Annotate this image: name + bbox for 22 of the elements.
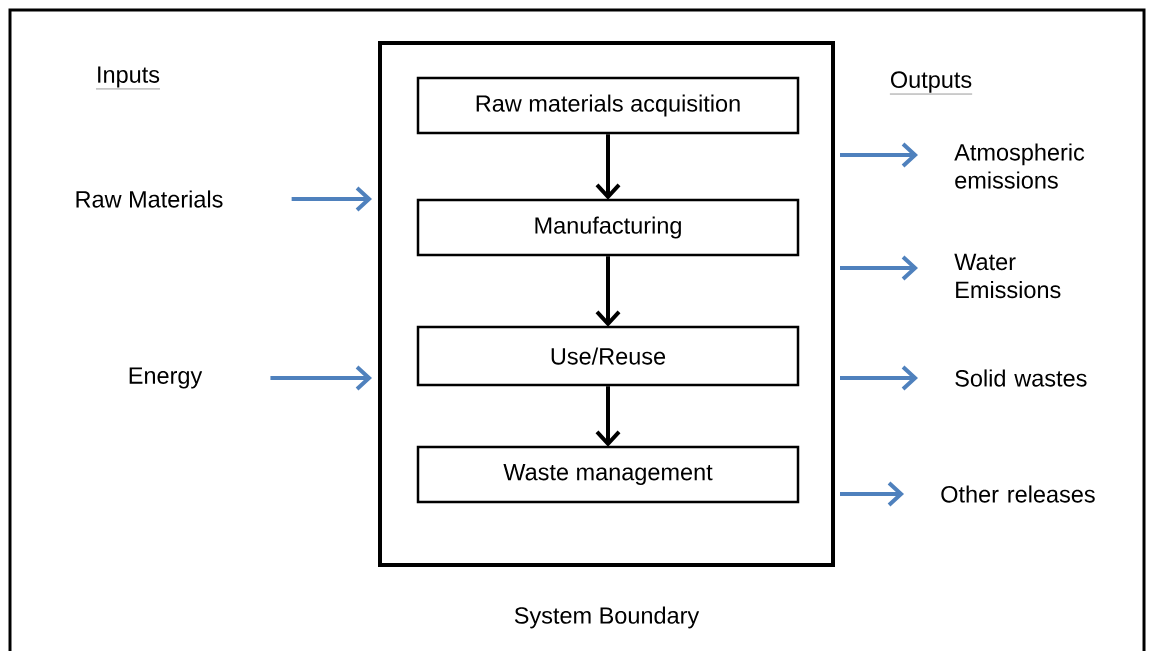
output-label: Other releases <box>941 485 1095 503</box>
process-box: Manufacturing <box>416 198 800 257</box>
output-label: Water Emissions <box>954 253 1061 299</box>
arrow <box>291 186 372 212</box>
heading: Outputs <box>889 71 973 95</box>
arrow <box>840 142 918 168</box>
node-label: System Boundary <box>514 606 700 629</box>
arrow <box>840 365 918 391</box>
heading: Inputs <box>95 66 161 90</box>
output-label: Atmospheric emissions <box>954 143 1085 189</box>
arrow <box>595 134 621 200</box>
output-label: Solid wastes <box>955 369 1087 387</box>
arrow <box>595 386 621 447</box>
input-label: Energy <box>129 367 203 389</box>
arrow <box>840 481 904 507</box>
arrow <box>595 256 621 327</box>
process-box: Waste management <box>416 445 800 504</box>
arrow <box>270 365 372 391</box>
arrow <box>840 255 918 281</box>
process-box: Raw materials acquisition <box>416 76 800 135</box>
input-label: Raw Materials <box>76 190 223 208</box>
process-box: Use/Reuse <box>416 325 800 387</box>
